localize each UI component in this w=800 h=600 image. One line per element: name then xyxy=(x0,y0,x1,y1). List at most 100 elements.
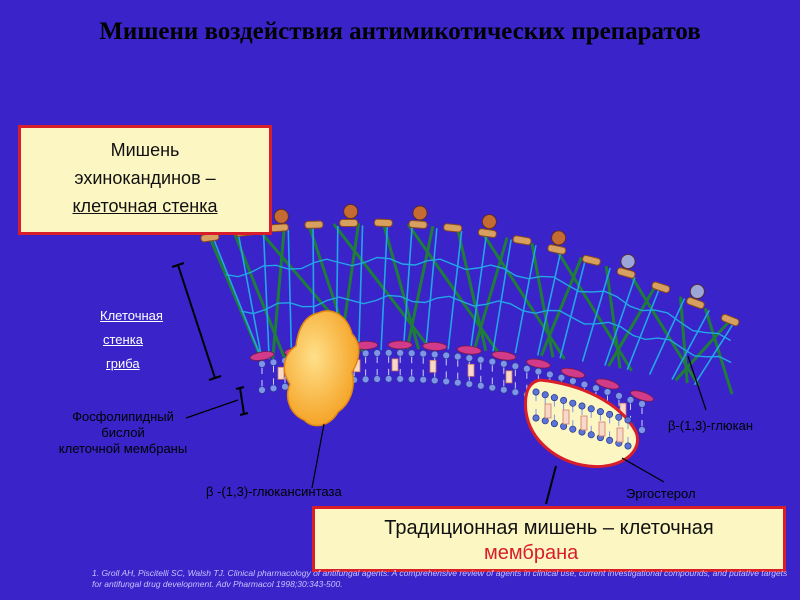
target-lipids xyxy=(532,388,632,450)
lipid-head xyxy=(587,431,595,439)
lipid-head xyxy=(511,388,520,396)
slide-title: Мишени воздействия антимикотических преп… xyxy=(60,8,740,56)
glucan-fibre xyxy=(581,267,611,362)
bilayer-bracket xyxy=(235,386,249,416)
ergosterol-pointer xyxy=(621,457,665,483)
glucan-fibre xyxy=(472,237,509,351)
membrane-protein xyxy=(505,370,513,384)
surface-protein xyxy=(249,351,275,361)
lipid-head xyxy=(523,365,531,373)
bilayer-label-line1: Фосфолипидный xyxy=(72,409,174,424)
bilayer-label: Фосфолипидный бислой клеточной мембраны xyxy=(48,409,198,457)
glucan-fibre xyxy=(604,277,636,366)
glucan-fibre xyxy=(262,232,270,360)
mannoprotein-cap xyxy=(269,223,289,233)
glucan-fibre xyxy=(693,322,735,386)
lipid-head xyxy=(603,388,612,396)
ergosterol-molecule xyxy=(562,409,570,425)
glucan-chain xyxy=(225,256,731,342)
lipid-head xyxy=(431,376,439,385)
lipid-head xyxy=(431,350,439,359)
lipid-head xyxy=(269,384,278,393)
membrane-protein xyxy=(429,359,437,373)
glucan-fibre xyxy=(447,230,463,350)
lipid-head xyxy=(624,442,632,450)
mannoprotein-cap xyxy=(373,218,393,228)
bilayer-pointer xyxy=(185,399,239,419)
membrane-target-line1: Традиционная мишень – клеточная xyxy=(384,517,714,539)
lipid-head xyxy=(269,358,278,367)
surface-protein xyxy=(630,390,654,402)
lipid-head xyxy=(541,391,549,399)
mannoprotein-cap xyxy=(582,254,601,266)
lipid-head xyxy=(477,382,485,390)
lipid-head xyxy=(500,386,508,394)
lipid-head xyxy=(546,370,554,379)
bilayer-label-line2: бислой xyxy=(101,425,145,440)
lipid-head xyxy=(550,420,558,428)
ergosterol-molecule xyxy=(616,427,624,443)
glucan-fibre xyxy=(406,223,499,353)
ergosterol-label: Эргостерол xyxy=(626,486,696,501)
lipid-head xyxy=(550,394,558,402)
lipid-head xyxy=(442,377,450,386)
lipid-head xyxy=(587,405,595,413)
mannoprotein-cap xyxy=(477,228,497,238)
glucan-fibres xyxy=(208,222,735,395)
surface-protein xyxy=(491,351,517,361)
cell-wall-label-line2: стенка xyxy=(103,332,143,347)
glucan-fibre xyxy=(469,234,488,351)
lipid-head xyxy=(606,436,614,444)
glucan-fibre xyxy=(381,222,421,350)
membrane-target-highlight xyxy=(524,378,639,469)
lipid-head xyxy=(488,357,497,366)
membrane-target-line2: мембрана xyxy=(484,542,579,564)
lipid-head xyxy=(477,356,485,364)
synthase-pointer xyxy=(311,423,325,489)
lipid-head xyxy=(560,396,568,404)
lipid-head xyxy=(407,375,416,383)
glucan-synthase-enzyme xyxy=(283,310,360,427)
echinocandin-target-box: Мишень эхинокандинов – клеточная стенка xyxy=(18,125,272,235)
mannoprotein-head xyxy=(273,208,289,224)
mannoprotein-cap xyxy=(304,220,324,229)
lipid-head xyxy=(596,408,604,416)
lipid-head xyxy=(626,396,635,404)
lipid-head xyxy=(384,349,393,357)
cell-wall-label-line3: гриба xyxy=(106,356,140,371)
glucan-fibre xyxy=(380,225,389,351)
echinocandin-line2: эхинокандинов – xyxy=(74,168,216,188)
glucan-fibre xyxy=(237,235,263,361)
glucan-fibre xyxy=(213,239,263,361)
lipid-head xyxy=(569,425,577,433)
surface-protein xyxy=(595,378,620,390)
surface-protein xyxy=(422,342,448,351)
glucan-label: β-(1,3)-глюкан xyxy=(668,418,754,433)
glucan-fibre xyxy=(287,229,293,358)
glucan-fibre xyxy=(648,298,686,375)
lipid-head xyxy=(454,378,462,387)
mannoprotein-cap xyxy=(651,281,671,294)
glucan-fibre xyxy=(425,228,438,350)
lipid-head xyxy=(258,360,266,368)
lipid-head xyxy=(624,416,632,424)
lipid-head xyxy=(407,349,416,357)
lipid-head xyxy=(396,349,404,357)
lipid-head xyxy=(465,380,473,388)
glucan-fibre xyxy=(402,226,413,350)
lipid-head xyxy=(465,354,473,362)
glucan-fibre xyxy=(271,227,286,360)
lipid-head xyxy=(569,377,577,385)
lipid-head xyxy=(361,349,370,358)
glucan-fibre xyxy=(604,265,622,369)
title-text: Мишени воздействия антимикотических преп… xyxy=(99,18,701,45)
glucan-fibre xyxy=(357,225,364,352)
glucan-fibre xyxy=(626,287,661,371)
membrane-protein xyxy=(467,363,475,377)
mannoprotein-cap xyxy=(720,313,740,327)
lipid-head xyxy=(454,352,462,361)
glucan-synthase-label: β -(1,3)-глюкансинтаза xyxy=(206,484,342,499)
membrane-target-box: Традиционная мишень – клеточная xyxy=(312,506,786,572)
lipid-head xyxy=(500,360,508,368)
